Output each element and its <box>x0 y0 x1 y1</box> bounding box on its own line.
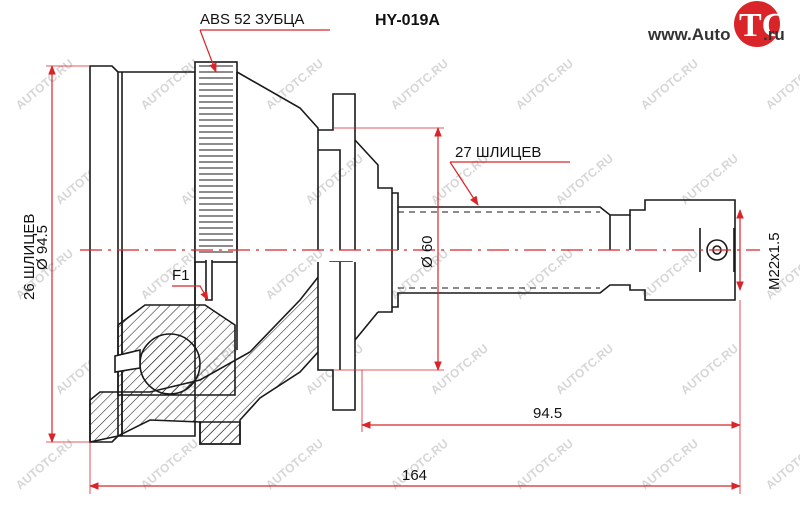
watermark-text: AUTOTC.RU <box>13 56 76 112</box>
inner-splines-label: 26 ШЛИЦЕВ <box>21 214 38 300</box>
sectioned-half <box>89 250 379 445</box>
watermark-text: AUTOTC.RU <box>513 246 576 302</box>
logo-suffix: .ru <box>763 25 785 44</box>
logo-prefix: www.Auto <box>647 25 730 44</box>
flange <box>318 93 356 250</box>
watermark-text: AUTOTC.RU <box>553 151 616 207</box>
logo-brand: TC <box>739 7 786 44</box>
watermark-text: AUTOTC.RU <box>13 436 76 492</box>
watermark-text: AUTOTC.RU <box>678 341 741 397</box>
logo-badge <box>734 1 780 47</box>
watermark-text: AUTOTC.RU <box>138 56 201 112</box>
watermark-text: AUTOTC.RU <box>303 151 366 207</box>
watermark-text: AUTOTC.RU <box>513 436 576 492</box>
abs-label: ABS 52 ЗУБЦА <box>200 11 304 28</box>
dimension-lines <box>46 29 744 494</box>
svg-text:www.Auto: www.Auto <box>647 25 730 44</box>
watermark-text: AUTOTC.RU <box>138 436 201 492</box>
watermark-text: AUTOTC.RU <box>763 56 800 112</box>
shaft-length-dimension: 94.5 <box>533 405 562 422</box>
watermark-text: AUTOTC.RU <box>388 56 451 112</box>
flange-diameter-label: Ø 60 <box>419 235 436 268</box>
f1-label: F1 <box>172 267 190 284</box>
watermark-text: AUTOTC.RU <box>263 436 326 492</box>
watermark-text: AUTOTC.RU <box>138 246 201 302</box>
stub-shaft <box>378 192 736 313</box>
watermark-text: AUTOTC.RU <box>553 341 616 397</box>
outer-splines-label: 27 ШЛИЦЕВ <box>455 144 541 161</box>
watermark-text: AUTOTC.RU <box>638 436 701 492</box>
watermark-text: AUTOTC.RU <box>638 246 701 302</box>
watermark-text: AUTOTC.RU <box>513 56 576 112</box>
total-length-dimension: 164 <box>402 467 427 484</box>
abs-teeth <box>199 65 233 253</box>
inner-diameter-label: Ø 94.5 <box>34 225 51 270</box>
thread-label: M22x1.5 <box>766 232 783 290</box>
watermark-text: AUTOTC.RU <box>428 341 491 397</box>
watermark-text: AUTOTC.RU <box>678 151 741 207</box>
part-number: HY-019A <box>375 12 440 29</box>
ball <box>139 333 201 395</box>
autotc-logo: www.Auto TC .ru <box>647 1 786 47</box>
watermark-text: AUTOTC.RU <box>638 56 701 112</box>
watermark-text: AUTOTC.RU <box>763 436 800 492</box>
